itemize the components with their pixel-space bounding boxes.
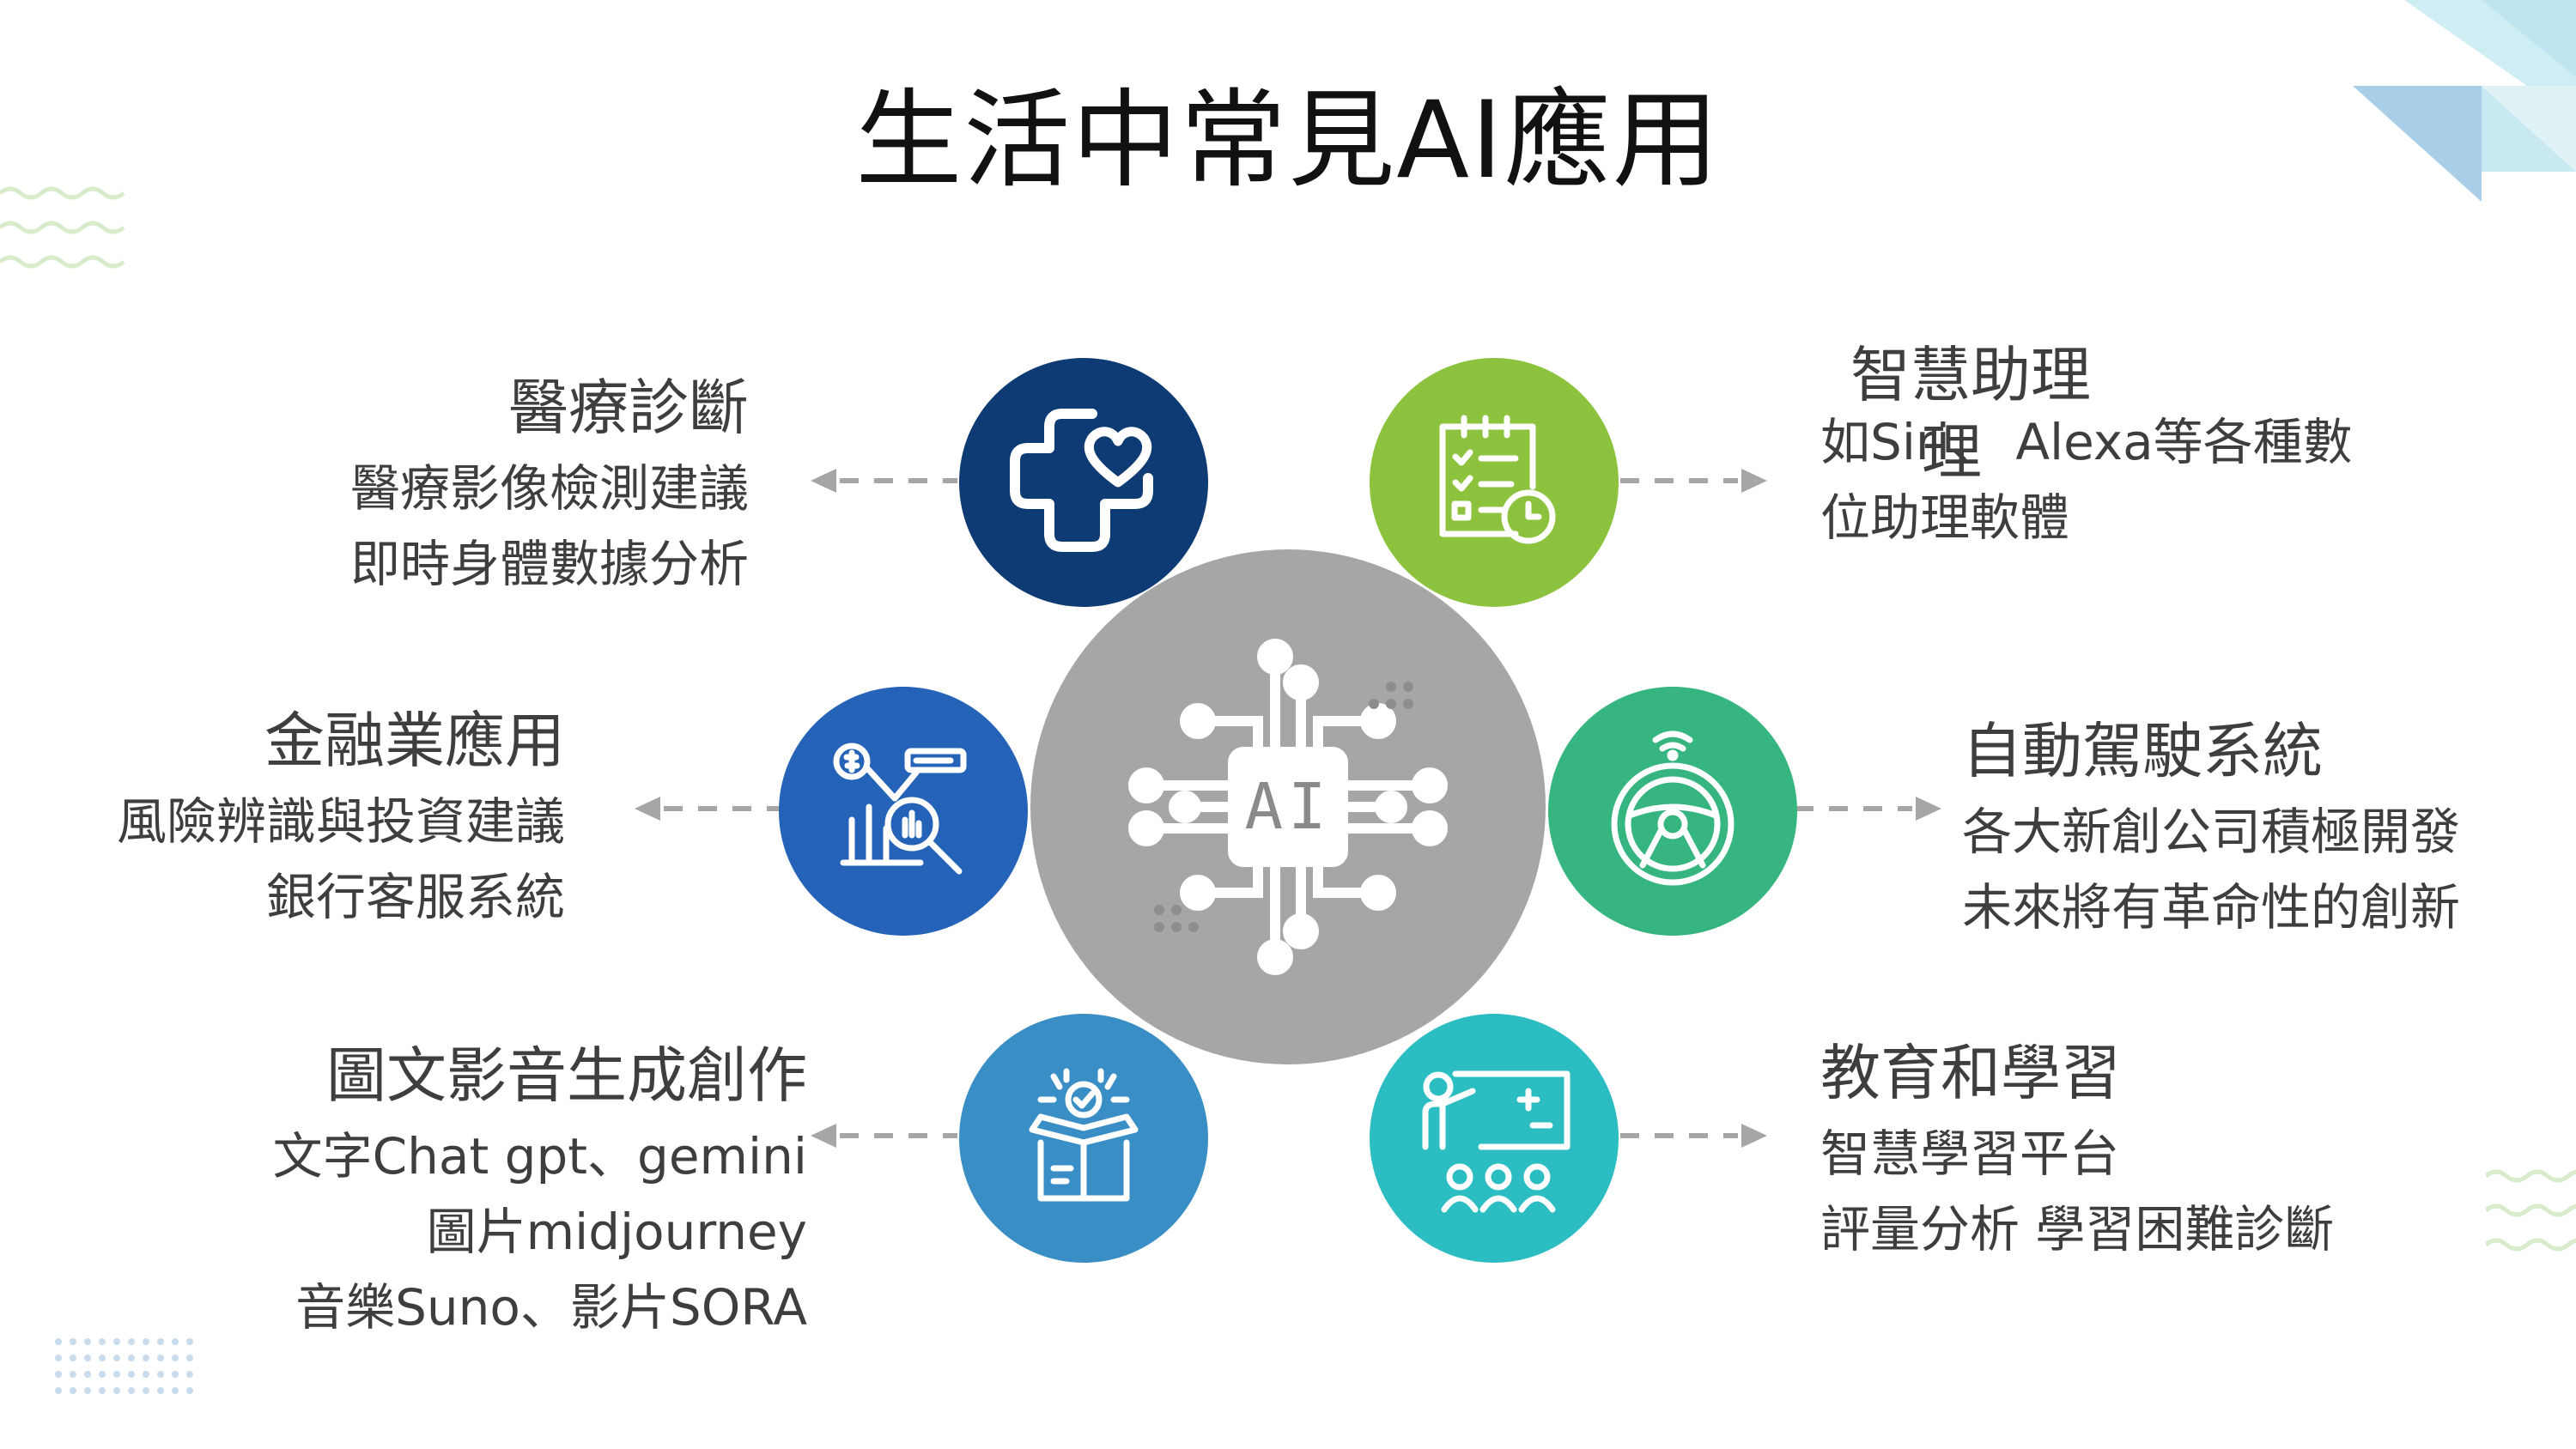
medical-heading: 醫療診斷: [508, 373, 749, 443]
medical-line-1: 醫療影像檢測建議: [349, 459, 749, 518]
arrow-education: [1620, 1124, 1767, 1148]
arrow-finance: [635, 797, 781, 821]
generative-line-2: 圖片midjourney: [426, 1203, 807, 1261]
generative-heading: 圖文影音生成創作: [326, 1040, 807, 1111]
node-education-circle: [1370, 1014, 1619, 1263]
education-text-block: 教育和學習 智慧學習平台 評量分析 學習困難診斷: [1820, 1043, 2524, 1254]
node-medical-circle: [959, 358, 1208, 607]
assistant-text-block: 智慧助理 如Siri、 Alexa等各種數 理 位助理軟體: [1820, 345, 2507, 543]
node-finance-circle: [779, 687, 1028, 936]
arrow-assistant: [1620, 469, 1767, 493]
page-title: 生活中常見AI應用: [855, 79, 1721, 203]
dot-grid-decoration: [55, 1338, 193, 1394]
finance-text-block: 金融業應用 風險辨識與投資建議 銀行客服系統: [52, 711, 565, 922]
center-ai-label: AI: [1244, 770, 1332, 844]
ai-chip-icon: [1128, 639, 1448, 975]
gift-box-icon: [1029, 1068, 1139, 1202]
driving-line-2: 未來將有革命性的創新: [1962, 878, 2461, 937]
assistant-line-1: 如Siri、 Alexa等各種數 理: [1820, 413, 2353, 488]
finance-line-2: 銀行客服系統: [265, 868, 565, 926]
education-line-1: 智慧學習平台: [1820, 1125, 2120, 1183]
education-line-2: 評量分析 學習困難診斷: [1820, 1200, 2335, 1258]
node-driving-circle: [1548, 687, 1797, 936]
finance-line-1: 風險辨識與投資建議: [116, 792, 565, 851]
wave-decoration-right: [2486, 1169, 2576, 1252]
driving-line-1: 各大新創公司積極開發: [1962, 803, 2461, 861]
teacher-board-icon: [1422, 1070, 1571, 1213]
finance-heading: 金融業應用: [264, 706, 565, 776]
arrow-driving: [1795, 797, 1941, 821]
driving-heading: 自動駕駛系統: [1962, 716, 2323, 786]
arrow-generative: [811, 1124, 957, 1148]
finance-analytics-icon: [833, 743, 967, 875]
steering-wheel-icon: [1611, 731, 1735, 886]
clipboard-checklist-icon: [1439, 415, 1556, 544]
medical-cross-heart-icon: [1010, 409, 1153, 552]
generative-line-3: 音樂Suno、影片SORA: [295, 1278, 807, 1337]
generative-text-block: 圖文影音生成創作 文字Chat gpt、gemini 圖片midjourney …: [172, 1046, 807, 1332]
node-assistant-circle: [1370, 358, 1619, 607]
generative-line-1: 文字Chat gpt、gemini: [272, 1127, 807, 1185]
driving-text-block: 自動駕駛系統 各大新創公司積極開發 未來將有革命性的創新: [1962, 721, 2546, 932]
assistant-heading-overflow: 理: [1922, 417, 1982, 488]
wave-decoration-left: [0, 186, 125, 269]
corner-triangles-decoration: [2353, 0, 2576, 202]
arrow-medical: [811, 469, 957, 493]
medical-text-block: 醫療診斷 醫療影像檢測建議 即時身體數據分析: [258, 378, 749, 589]
node-generative-circle: [959, 1014, 1208, 1263]
assistant-line-2: 位助理軟體: [1820, 488, 2070, 547]
medical-line-2: 即時身體數據分析: [349, 535, 749, 593]
education-heading: 教育和學習: [1820, 1038, 2121, 1108]
center-ai-circle: AI: [1030, 549, 1546, 1064]
assistant-heading: 智慧助理: [1850, 340, 2091, 410]
